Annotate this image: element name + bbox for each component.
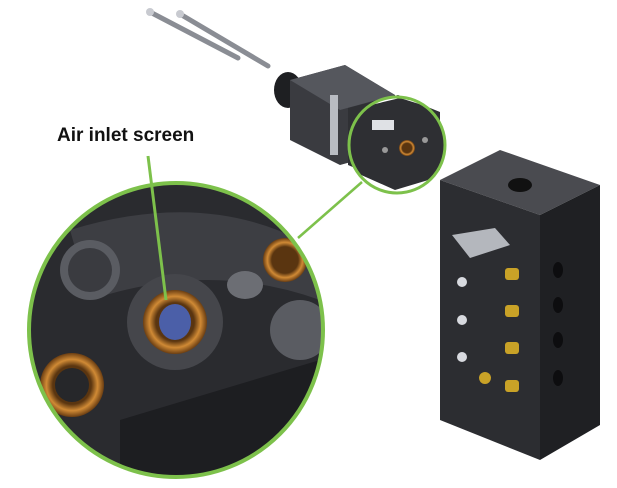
manifold-block: [440, 150, 600, 460]
mounting-screws: [146, 8, 271, 69]
detail-circle-magnified: [27, 181, 325, 479]
detail-circle-small: [347, 95, 447, 195]
leader-line: [146, 155, 168, 301]
connector-line: [297, 181, 363, 239]
callout-label: Air inlet screen: [57, 125, 195, 146]
